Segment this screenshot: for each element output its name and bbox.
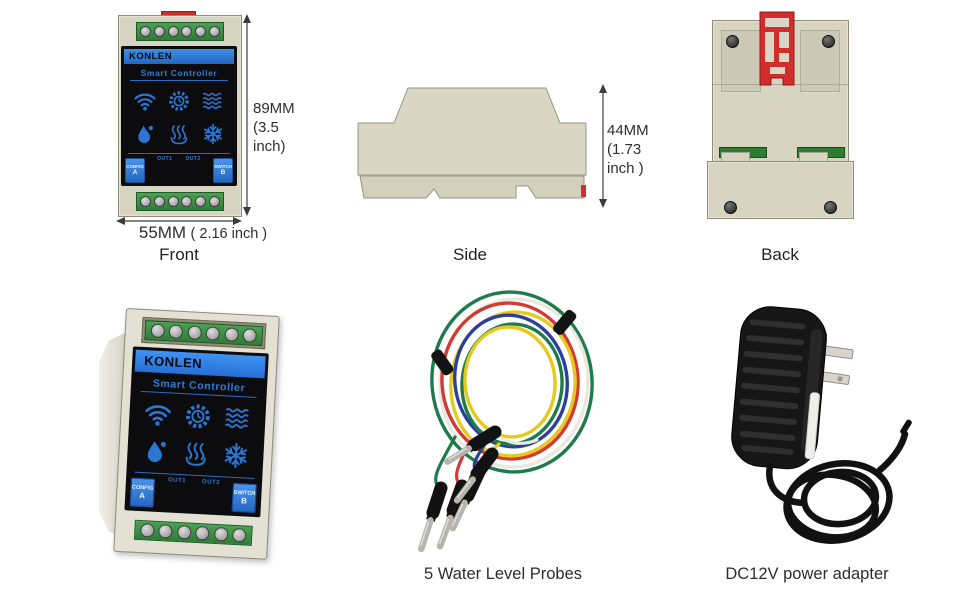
front-case: KONLEN Smart Controller OUT1 OUT2 <box>118 15 242 217</box>
terminal-screw <box>168 324 184 340</box>
power-adapter-photo <box>731 306 912 544</box>
dc-plug-tip <box>900 419 912 435</box>
adapter-body <box>731 306 827 470</box>
wifi-icon <box>133 89 157 113</box>
cable-tie <box>431 349 454 376</box>
terminal-screw <box>224 327 239 342</box>
width-dimension-label: 55MM ( 2.16 inch ) <box>138 223 268 242</box>
droplet-icon <box>140 436 170 466</box>
case-screw <box>824 201 837 214</box>
device-front-panel: KONLEN Smart Controller OUT1 OUT2 <box>124 346 269 518</box>
terminal-screw <box>150 323 165 339</box>
terminal-screw <box>195 525 210 541</box>
brand-logo: KONLEN <box>134 349 266 379</box>
terminal-block-bottom <box>133 519 253 546</box>
adapter-cable <box>766 430 909 544</box>
height-dimension-label: 89MM (3.5 inch) <box>253 100 295 155</box>
water-waves-icon <box>201 89 225 113</box>
out2-label: OUT2 <box>201 479 221 487</box>
terminal-screw <box>181 196 193 207</box>
wifi-icon <box>142 399 172 429</box>
terminal-screw <box>187 325 202 340</box>
terminal-screw <box>167 26 179 37</box>
back-case-flange <box>707 161 854 219</box>
terminal-screw <box>153 26 165 37</box>
terminal-screw <box>213 526 229 542</box>
side-profile <box>357 87 587 199</box>
out1-label: OUT1 <box>167 477 187 485</box>
case-screw <box>726 35 739 48</box>
terminal-screw <box>139 523 155 538</box>
water-waves-icon <box>222 403 252 433</box>
probes-caption: 5 Water Level Probes <box>423 565 583 583</box>
device-front-panel: KONLEN Smart Controller OUT1 OUT2 <box>121 46 237 186</box>
case-screw <box>724 201 737 214</box>
mount-recess-right <box>800 30 840 92</box>
case-seam <box>713 84 848 85</box>
switch-b-button: SWITCH B <box>213 158 233 183</box>
out1-label: OUT1 <box>157 156 173 162</box>
button-row: OUT1 OUT2 CONFIG A SWITCH B <box>124 472 262 517</box>
din-clip-edge <box>581 185 586 197</box>
heating-icon <box>180 438 210 468</box>
water-level-probes-photo <box>417 290 594 553</box>
panel-subtitle: Smart Controller <box>140 68 218 78</box>
out2-label: OUT2 <box>185 156 201 162</box>
terminal-screw <box>195 26 207 37</box>
probe-tips <box>417 425 502 553</box>
droplet-icon <box>133 122 157 146</box>
function-icons <box>121 81 237 153</box>
angled-product-view: KONLEN Smart Controller OUT1 OUT2 <box>96 306 306 564</box>
cable-tie <box>553 309 577 335</box>
height-dimension-arrow <box>243 14 251 216</box>
terminal-screw <box>153 196 165 207</box>
terminal-screw <box>242 328 258 343</box>
back-caption: Back <box>761 245 799 264</box>
button-row: OUT1 OUT2 CONFIG A SWITCH B <box>121 154 237 186</box>
divider <box>128 153 230 154</box>
function-icons <box>126 391 266 478</box>
adapter-caption: DC12V power adapter <box>725 565 889 583</box>
angled-front-face: KONLEN Smart Controller OUT1 OUT2 <box>113 308 280 560</box>
switch-b-button: SWITCH B <box>231 482 257 514</box>
divider <box>130 80 228 81</box>
terminal-screw <box>167 196 179 207</box>
brand-logo: KONLEN <box>124 49 234 64</box>
timer-gear-icon <box>182 401 212 431</box>
side-caption: Side <box>452 245 488 264</box>
snowflake-icon <box>220 440 250 470</box>
terminal-screw <box>232 527 247 543</box>
config-a-button: CONFIG A <box>129 477 156 508</box>
terminal-screw <box>209 196 221 207</box>
heating-icon <box>167 122 191 146</box>
depth-dimension-arrow <box>599 84 607 208</box>
front-caption: Front <box>159 245 199 264</box>
terminal-screw <box>176 524 192 540</box>
timer-gear-icon <box>167 89 191 113</box>
width-dimension-arrow <box>116 217 242 225</box>
snowflake-icon <box>201 122 225 146</box>
terminal-screw <box>181 26 193 37</box>
terminal-screw <box>139 26 151 37</box>
terminal-screw <box>158 524 173 539</box>
terminal-screw <box>139 196 151 207</box>
terminal-screw <box>205 326 221 341</box>
mount-recess-left <box>721 30 761 92</box>
adapter-label <box>804 392 820 460</box>
config-a-button: CONFIG A <box>125 158 145 183</box>
terminal-screw <box>209 26 221 37</box>
terminal-block-bottom <box>136 192 224 211</box>
depth-dimension-label: 44MM (1.73 inch ) <box>607 122 649 177</box>
din-rail-clip <box>759 11 795 86</box>
case-screw <box>822 35 835 48</box>
terminal-block-top <box>136 22 224 41</box>
terminal-screw <box>195 196 207 207</box>
